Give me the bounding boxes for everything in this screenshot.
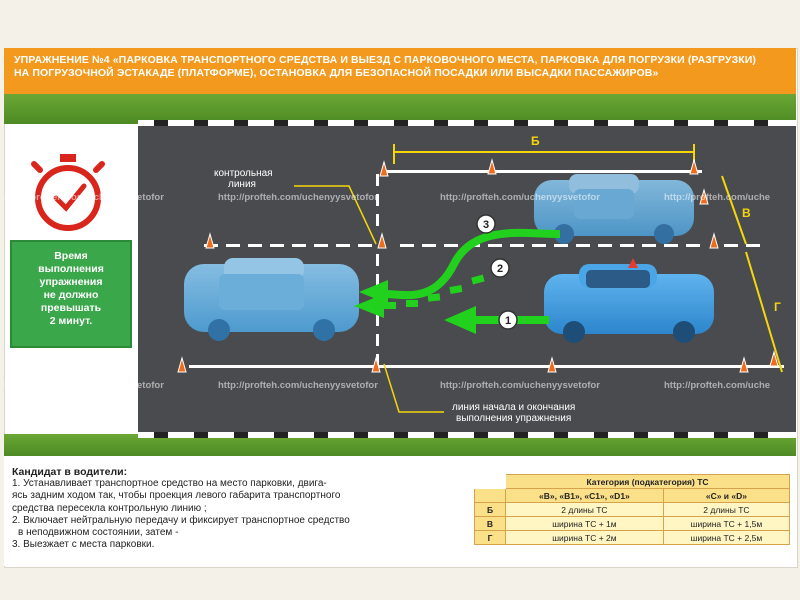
step-badges — [476, 214, 518, 330]
instruction-line-1: 1. Устанавливает транспортное средство н… — [12, 478, 327, 490]
dimension-v — [721, 175, 747, 245]
ghost-car-parked-top — [534, 174, 694, 244]
control-line-label: контрольная линия — [214, 168, 273, 190]
ghost-car-left — [184, 258, 359, 341]
bottom-section: Кандидат в водители: 1. Устанавливает тр… — [4, 456, 796, 566]
start-end-line-label: линия начала и окончания выполнения упра… — [452, 402, 576, 424]
dimension-g-label: Г — [774, 300, 781, 314]
exercise-header: УПРАЖНЕНИЕ №4 «ПАРКОВКА ТРАНСПОРТНОГО СР… — [4, 48, 796, 94]
table-row: В ширина ТС + 1м ширина ТС + 1,5м — [474, 516, 791, 531]
dimensions-table: Категория (подкатегория) ТС «В», «В1», «… — [474, 474, 791, 545]
arrow-path-3-head — [359, 280, 388, 304]
watermark-1: http://profteh.com/uchenyysvetofor — [4, 192, 164, 203]
parking-diagram: 3 2 1 — [4, 94, 796, 456]
instruction-line-2: ясь задним ходом так, чтобы проекция лев… — [12, 490, 341, 502]
bottom-curb — [138, 432, 796, 438]
candidate-instructions: Кандидат в водители: 1. Устанавливает тр… — [12, 466, 412, 551]
start-line-leader — [383, 363, 444, 413]
instructions-title: Кандидат в водители: — [12, 466, 128, 478]
step-2-label: 2 — [497, 263, 503, 275]
control-line-leader — [294, 185, 377, 245]
stopwatch-icon — [31, 154, 105, 231]
watermark-8: http://profteh.com/uche — [664, 380, 771, 391]
watermark-4: http://profteh.com/uche — [664, 192, 771, 203]
watermark-5: http://profteh.com/uchenyysvetofor — [4, 380, 164, 391]
watermark-6: http://profteh.com/uchenyysvetofor — [218, 380, 378, 391]
lower-box-bottom-line — [189, 365, 784, 368]
dimension-g — [745, 251, 783, 373]
instruction-line-3: средства пересекла контрольную линию ; — [12, 502, 207, 514]
watermark-3: http://profteh.com/uchenyysvetofor — [440, 192, 600, 203]
instruction-line-4: 2. Включает нейтральную передачу и фикси… — [12, 514, 350, 526]
parking-scene: 3 2 1 контрольная линия линия начала и о… — [4, 94, 796, 456]
traffic-cones — [177, 158, 779, 373]
step-3-label: 3 — [483, 219, 489, 231]
header-line-2: НА ПОГРУЗОЧНОЙ ЭСТАКАДЕ (ПЛАТФОРМЕ), ОСТ… — [14, 67, 659, 79]
time-limit-panel: Время выполнения упражнения не должно пр… — [10, 240, 132, 348]
table-row: Г ширина ТС + 2м ширина ТС + 2,5м — [474, 530, 791, 545]
table-row: Б 2 длины ТС 2 длины ТС — [474, 502, 791, 517]
learner-car — [544, 258, 714, 343]
upper-box-top-line — [384, 170, 702, 173]
instruction-line-5: в неподвижном состоянии, затем - — [18, 527, 179, 539]
table-header: Категория (подкатегория) ТС — [505, 474, 790, 489]
instruction-line-6: 3. Выезжает с места парковки. — [12, 539, 155, 551]
dimension-v-label: В — [742, 206, 751, 220]
watermark-2: http://profteh.com/uchenyysvetofor — [218, 192, 378, 203]
dimension-b-label: Б — [531, 134, 540, 148]
header-line-1: УПРАЖНЕНИЕ №4 «ПАРКОВКА ТРАНСПОРТНОГО СР… — [14, 54, 757, 66]
table-col-2: «С» и «D» — [662, 488, 791, 503]
watermark-7: http://profteh.com/uchenyysvetofor — [440, 380, 600, 391]
grass-top — [4, 94, 796, 124]
top-curb — [138, 120, 796, 126]
table-col-1: «В», «В1», «С1», «D1» — [505, 488, 664, 503]
step-1-label: 1 — [505, 315, 511, 327]
grass-bottom — [4, 434, 796, 456]
arrow-path-3 — [383, 228, 561, 300]
